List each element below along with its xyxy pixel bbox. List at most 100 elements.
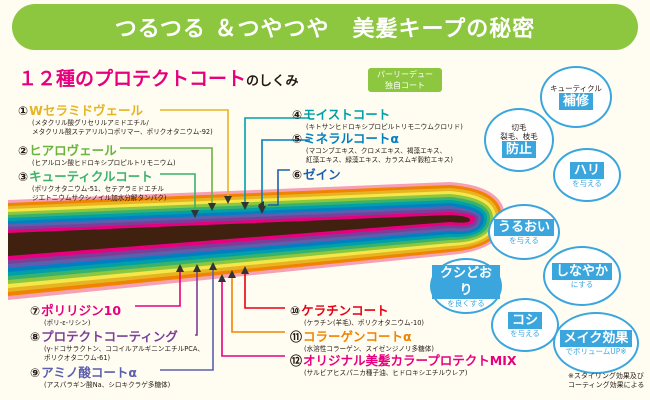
coat-number: ⑥ xyxy=(292,168,303,182)
coat-title: ミネラルコートα xyxy=(303,131,400,146)
coat-number: ⑤ xyxy=(292,132,303,146)
leader-line-3 xyxy=(160,173,196,212)
coat-number: ② xyxy=(18,144,29,158)
bubble-cuticle-repair: キューティクル補修 xyxy=(540,66,612,128)
arrow-11 xyxy=(228,270,236,278)
subtitle-suffix: のしくみ xyxy=(246,74,299,89)
coat-ingredients: (ケラチン(羊毛)、ポリクオタニウム-10) xyxy=(304,319,424,327)
arrow-4 xyxy=(241,202,249,210)
subtitle: １２種のプロテクトコートのしくみ xyxy=(18,64,299,91)
footnote-line1: ※スタイリング効果及び xyxy=(568,372,644,380)
bubble-label: 補修 xyxy=(558,93,593,110)
arrow-12 xyxy=(218,274,226,282)
coat-title: アミノ酸コートα xyxy=(41,365,138,380)
leader-line-2 xyxy=(120,147,213,205)
coat-title: プロテクトコーティング xyxy=(41,329,178,344)
leader-line-1 xyxy=(160,109,229,198)
bubble-caption-bottom: を与える xyxy=(509,236,539,245)
coat-item-heading: ⑨アミノ酸コートα xyxy=(30,362,170,381)
hair-core xyxy=(8,215,470,256)
coat-item: ⑥ゼイン xyxy=(292,164,341,183)
arrow-10 xyxy=(241,266,249,274)
coat-item-heading: ⑩ケラチンコート xyxy=(290,300,424,319)
coat-item: ⑩ケラチンコート(ケラチン(羊毛)、ポリクオタニウム-10) xyxy=(290,300,424,328)
coat-item: ⑧プロテクトコーティング(γ-ドコサラクトン、ココイルアルギニンエチルPCA、ポ… xyxy=(30,326,204,362)
coat-item-heading: ①Wセラミドヴェール xyxy=(18,100,213,119)
coat-item-heading: ③キューティクルコート xyxy=(18,166,166,185)
bubble-caption-top: 切毛 裂毛、枝毛 xyxy=(500,122,538,141)
arrow-3 xyxy=(191,210,199,218)
coat-item: ④モイストコート(キトサンヒドロキシプロピルトリモニウムクロリド) xyxy=(292,104,463,132)
bubble-label: 防止 xyxy=(501,140,536,158)
bubble-caption-bottom: にする xyxy=(570,280,594,289)
badge-line1: パーリーデュー xyxy=(377,70,433,79)
coat-item: ⑤ミネラルコートα(マコンブエキス、クロメエキス、褐藻エキス、紅藻エキス、緑藻エ… xyxy=(292,128,453,164)
arrow-8 xyxy=(193,264,201,272)
bubble-label: しなやか xyxy=(551,263,612,280)
coat-number: ⑨ xyxy=(30,366,41,380)
coat-item-heading: ⑧プロテクトコーティング xyxy=(30,326,204,345)
coat-title: ヒアロヴェール xyxy=(29,143,117,158)
leader-line-6 xyxy=(268,169,290,206)
coat-title: キューティクルコート xyxy=(29,169,153,184)
bubble-styling-effect: メイク効果でボリュームUP※ xyxy=(553,312,639,374)
coat-title: モイストコート xyxy=(303,107,391,122)
coat-item-heading: ②ヒアロヴェール xyxy=(18,140,176,159)
coat-title: ケラチンコート xyxy=(301,303,389,318)
bubble-caption-bottom: を良くする xyxy=(447,298,485,308)
bubble-split-ends-prevention: 切毛 裂毛、枝毛防止 xyxy=(484,108,554,172)
bubble-caption-bottom: を与える xyxy=(572,179,602,188)
coat-number: ③ xyxy=(18,170,29,184)
coat-ingredients: (メタクリル酸グリセリルアミドエチル/ xyxy=(32,119,149,127)
arrow-9 xyxy=(209,262,217,270)
bubble-label: うるおい xyxy=(493,219,554,236)
coat-number: ⑫ xyxy=(290,354,303,368)
hair-layers xyxy=(8,182,505,300)
coat-number: ① xyxy=(18,104,29,118)
badge-line2: 独自コート xyxy=(385,81,425,90)
arrow-6 xyxy=(258,201,264,209)
footnote-line2: コーティング効果による xyxy=(568,381,645,389)
bubble-combability: クシどおりを良くする xyxy=(430,258,502,314)
bubble-label: クシどおり xyxy=(432,264,500,299)
bubble-label: コシ xyxy=(507,312,542,329)
coat-title: ポリリジン10 xyxy=(41,303,122,318)
coat-number: ⑦ xyxy=(30,304,41,318)
coat-title: コラーゲンコートα xyxy=(303,329,412,344)
coat-item-heading: ⑦ポリリジン10 xyxy=(30,300,121,319)
footnote: ※スタイリング効果及び コーティング効果による xyxy=(568,372,644,390)
original-coat-badge: パーリーデュー 独自コート xyxy=(368,68,442,92)
coat-item: ⑪コラーゲンコートα(水溶性コラーゲン、スイゼンジノリ多糖体) xyxy=(290,326,434,354)
coat-number: ④ xyxy=(292,108,303,122)
coat-item: ①Wセラミドヴェール(メタクリル酸グリセリルアミドエチル/メタクリル酸ステアリル… xyxy=(18,100,213,136)
coat-ingredients: ジエトニウムサクシノイル加水分解タンパク) xyxy=(32,193,167,202)
coat-item-heading: ⑥ゼイン xyxy=(292,164,341,183)
bubble-label: ハリ xyxy=(569,162,604,179)
bubble-caption-top: キューティクル xyxy=(550,84,602,93)
coat-ingredients: (サルビアヒスパニカ種子油、ヒドロキシエチルウレア) xyxy=(304,369,468,377)
page-title: つるつる ＆つやつや 美髪キープの秘密 xyxy=(12,4,638,50)
leader-line-9 xyxy=(160,268,214,371)
coat-item-heading: ⑪コラーゲンコートα xyxy=(290,326,434,345)
coat-ingredients: (マコンブエキス、クロメエキス、褐藻エキス、 xyxy=(306,147,447,155)
coat-ingredients: 紅藻エキス、緑藻エキス、カラスムギ穀粒エキス) xyxy=(306,155,453,164)
coat-item: ⑨アミノ酸コートα(アスパラギン酸Na、シロキクラゲ多糖体) xyxy=(30,362,170,390)
coat-ingredients: (ポリクオタニウム-51、セテアラミドエチル xyxy=(32,185,165,193)
bubble-moisture: うるおいを与える xyxy=(488,204,560,260)
coat-item-heading: ⑤ミネラルコートα xyxy=(292,128,453,147)
bubble-body: コシを与える xyxy=(491,298,559,352)
bubble-firmness: ハリを与える xyxy=(553,148,621,202)
leader-line-12 xyxy=(221,280,285,357)
bubble-suppleness: しなやかにする xyxy=(543,246,621,306)
bubble-caption-bottom: を与える xyxy=(510,329,540,338)
coat-item: ⑫オリジナル美髪カラープロテクトMIX(サルビアヒスパニカ種子油、ヒドロキシエチ… xyxy=(290,350,517,378)
coat-ingredients: (水溶性コラーゲン、スイゼンジノリ多糖体) xyxy=(304,345,434,353)
coat-item: ③キューティクルコート(ポリクオタニウム-51、セテアラミドエチルジエトニウムサ… xyxy=(18,166,166,202)
arrows xyxy=(176,196,266,282)
bubble-label: メイク効果 xyxy=(559,330,633,347)
arrow-2 xyxy=(208,203,216,211)
coat-item: ②ヒアロヴェール(ヒアルロン酸ヒドロキシプロピルトリモニウム) xyxy=(18,140,176,168)
coat-title: オリジナル美髪カラープロテクトMIX xyxy=(303,353,517,368)
coat-number: ⑧ xyxy=(30,330,41,344)
